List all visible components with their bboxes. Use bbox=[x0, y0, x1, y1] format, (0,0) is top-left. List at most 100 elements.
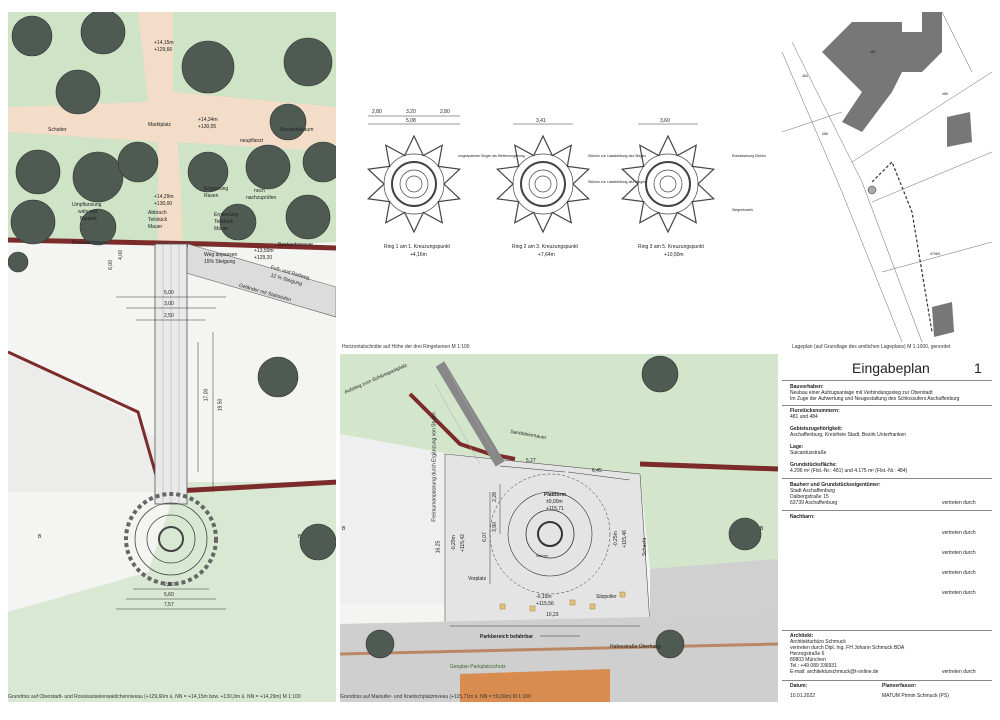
dim-757-label: 7,57 bbox=[164, 602, 174, 608]
bauvorhaben-line2: Im Zuge der Aufwertung und Neugestaltung… bbox=[790, 396, 960, 402]
tree-group bbox=[8, 12, 336, 561]
dim-560-label: 5,60 bbox=[164, 592, 174, 598]
nachbarn-vertreten-2: vertreten durch bbox=[942, 550, 976, 556]
ring-section-1 bbox=[366, 134, 462, 234]
dim-400-label: 4,00 bbox=[117, 250, 124, 260]
schacht-label: Schacht bbox=[642, 537, 649, 557]
bauherr-heading: Bauherr und Grundstückseigentümer: bbox=[790, 482, 881, 488]
architekt-line1: Architekturbüro Schmuck bbox=[790, 639, 846, 645]
bauvorhaben-heading: Bauvorhaben: bbox=[790, 384, 824, 390]
flurst-value: 481 und 484 bbox=[790, 414, 818, 420]
verfasser-heading: Planverfasser: bbox=[882, 683, 917, 689]
parcel-486: 486 bbox=[822, 132, 828, 136]
grass-lower bbox=[8, 482, 336, 702]
lage-value: Suicardusstraße bbox=[790, 450, 827, 456]
sandstone-wall bbox=[639, 461, 778, 472]
tower-platform bbox=[489, 473, 611, 595]
ergaenzung2-label: Ergänzung bbox=[214, 212, 239, 218]
datum-value: 10.01.2022 bbox=[790, 693, 816, 699]
rasen-label: Rasen bbox=[204, 193, 219, 199]
dim-607-label: 6,07 bbox=[481, 532, 488, 542]
teilstueck-label: Teilstück bbox=[148, 217, 168, 223]
nachbarn-vertreten-3: vertreten durch bbox=[942, 570, 976, 576]
vorplatz-label: Vorplatz bbox=[468, 576, 487, 582]
flaeche-heading: Grundstücksfläche: bbox=[790, 462, 837, 468]
architekt-line3: Herzogstraße 6 bbox=[790, 651, 825, 657]
ring3-title: Ring 3 am 5. Kreuzungspunkt bbox=[638, 244, 704, 250]
elev-r-nn-label: +115,46 bbox=[621, 530, 628, 548]
teilstueck2-label: Teilstück bbox=[214, 219, 234, 225]
ring2-title: Ring 2 am 3. Kreuzungspunkt bbox=[512, 244, 578, 250]
dim-250-label: 2,50 bbox=[164, 313, 174, 319]
tree-group-lower bbox=[365, 355, 762, 659]
grass-upper-lower bbox=[340, 354, 778, 569]
parking-area bbox=[460, 669, 610, 702]
location-plan-drawing bbox=[782, 12, 992, 343]
section-marker-b-right-lower: B bbox=[760, 526, 764, 532]
note-d: Entwässerung Elektro bbox=[732, 154, 767, 158]
ueberhang-label: Hafenstraße Überhang bbox=[610, 644, 661, 650]
elev-l-nn-label: +115,42 bbox=[459, 534, 466, 552]
architekt-line4: 80803 München bbox=[790, 657, 826, 663]
dim-1625-label: 16,25 bbox=[435, 540, 442, 554]
note-e: Stegnetzwerk bbox=[732, 208, 754, 212]
site-plan-upper-drawing bbox=[8, 12, 336, 702]
abbruch-label: Abbruch bbox=[148, 210, 167, 216]
ring-section-2 bbox=[495, 134, 591, 234]
section-marker-b-right: B bbox=[298, 534, 302, 540]
ring-sections-drawing bbox=[366, 115, 716, 234]
left-plan-caption: Grundriss auf Oberstadt- und Rosskastani… bbox=[8, 694, 301, 700]
sitzpoller-label: Sitzpoller bbox=[596, 594, 617, 600]
site-plan-lower-drawing bbox=[340, 354, 778, 702]
bauherr-vertreten: vertreten durch bbox=[942, 500, 976, 506]
ergaenzung-label: Ergänzung bbox=[204, 186, 229, 192]
freiraum-label: Freiraumanpassung durch Ergänzung von St… bbox=[431, 412, 438, 522]
waehrend-label: während bbox=[78, 209, 98, 215]
architekt-line5: Tel.: +49 089 336931 bbox=[790, 663, 837, 669]
dim-600-label: 6,00 bbox=[107, 260, 114, 270]
dim-290-label: 2,90 bbox=[164, 582, 174, 588]
dim-1950-label: 19,50 bbox=[217, 398, 224, 412]
ring1-title: Ring 1 am 1. Kreuzungspunkt bbox=[384, 244, 450, 250]
title-block: Eingabeplan 1 Bauvorhaben: Neubau einer … bbox=[782, 354, 992, 702]
stuetzen-label: Stützen bbox=[536, 554, 548, 558]
location-plan-caption: Lageplan (auf Grundlage des amtlichen La… bbox=[792, 344, 951, 350]
boundary-wall bbox=[8, 237, 336, 251]
ring-section-3 bbox=[620, 134, 716, 234]
dim-300-label: 3,00 bbox=[164, 301, 174, 307]
site-plan-upper-level: +14,15m +129,66 Marktplatz +14,34m +130,… bbox=[8, 12, 336, 702]
bestandsbaum-label: Bestandsbaum bbox=[280, 127, 314, 133]
elev-3-label: +14,29m bbox=[154, 194, 174, 200]
title-block-title: Eingabeplan bbox=[852, 360, 930, 376]
dim-228-label: 2,28 bbox=[491, 492, 498, 502]
nachbarn-vertreten-1: vertreten durch bbox=[942, 530, 976, 536]
gebiet-heading: Gebietszugehörigkeit: bbox=[790, 426, 843, 432]
mauer-label: Mauer bbox=[148, 224, 163, 230]
path-area bbox=[8, 12, 336, 242]
dim-320: 3,20 bbox=[406, 109, 416, 115]
schutter-label: Schutter bbox=[48, 127, 67, 133]
marktplatz-label: Marktplatz bbox=[148, 122, 172, 128]
bestandsmauer2-label: Bestandsmauer bbox=[278, 242, 314, 248]
elev-4-label: +13,50m bbox=[254, 248, 274, 254]
parcel-484: 484 bbox=[802, 74, 808, 78]
weg-label: Weg anpassen bbox=[204, 252, 238, 258]
castle-building bbox=[822, 12, 942, 132]
steigung-label: 15% Steigung bbox=[204, 259, 236, 265]
elev-4-nn-label: +129,20 bbox=[254, 255, 273, 261]
dim-280-left: 2,80 bbox=[372, 109, 382, 115]
plattform-elev: ±0,00m bbox=[546, 499, 563, 505]
plattform-label: Plattform bbox=[544, 492, 566, 498]
nachzupruefen-label: nachzuprüfen bbox=[246, 195, 277, 201]
note-c: Stützen zur Lastableitung des Steges bbox=[588, 180, 646, 184]
architekt-heading: Architekt: bbox=[790, 633, 814, 639]
nachbarn-heading: Nachbarn: bbox=[790, 514, 815, 520]
plattform-nn: +115,71 bbox=[546, 506, 564, 512]
neupflanzung-label: neupflanzt bbox=[240, 138, 264, 144]
nachbarn-vertreten-4: vertreten durch bbox=[942, 590, 976, 596]
noch-label: noch bbox=[254, 188, 265, 194]
stair-ramp bbox=[435, 361, 505, 467]
section-marker-b-left: B bbox=[38, 534, 42, 540]
elev-top-label: +14,15m bbox=[154, 40, 174, 46]
datum-heading: Datum: bbox=[790, 683, 808, 689]
